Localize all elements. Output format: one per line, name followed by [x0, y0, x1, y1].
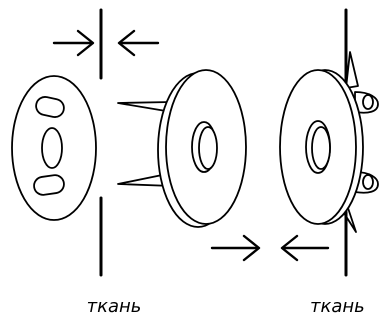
fabric-label-left: ткань [86, 296, 142, 317]
arrow-left-icon [280, 234, 330, 262]
magnet-part-left [117, 69, 247, 228]
magnet-part-right [279, 51, 379, 233]
arrow-left-icon [117, 29, 160, 57]
arrow-right-icon [210, 234, 261, 262]
washer-plate [11, 75, 97, 221]
arrow-right-icon [52, 29, 95, 57]
fabric-label-right: ткань [310, 296, 365, 317]
